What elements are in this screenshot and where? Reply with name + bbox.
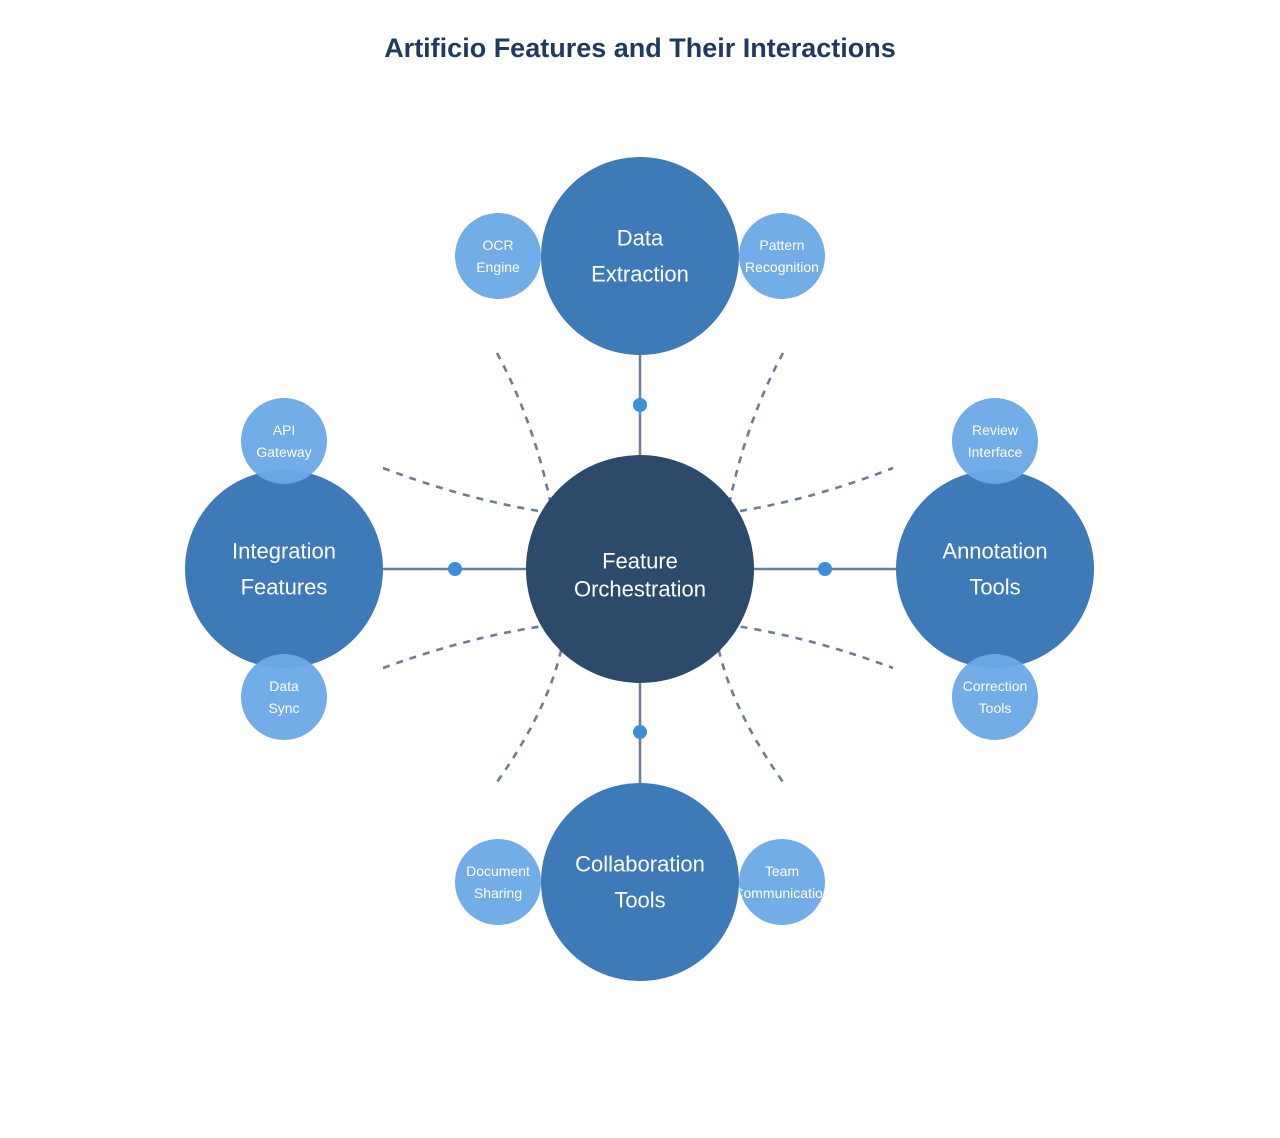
sub-feature-circle (241, 398, 327, 484)
node-label-line: Orchestration (574, 577, 706, 602)
node-label-line: Interface (968, 444, 1023, 460)
node-label-line: Recognition (745, 259, 819, 275)
node-label-line: Document (466, 863, 530, 879)
connector-dot (633, 398, 647, 412)
sub-feature-circle (739, 213, 825, 299)
node-label-line: Tools (969, 575, 1020, 600)
feature-circle (896, 470, 1094, 668)
node-label-line: Review (972, 422, 1019, 438)
sub-feature-node-ocr-engine[interactable]: OCR Engine (455, 213, 541, 299)
dashed-arc (382, 617, 894, 670)
node-label-line: Communication (733, 885, 830, 901)
node-label-line: Integration (232, 539, 336, 564)
sub-feature-circle (739, 839, 825, 925)
node-label-line: Sharing (474, 885, 522, 901)
connector-dot (633, 725, 647, 739)
node-label-line: Pattern (759, 237, 804, 253)
sub-feature-circle (952, 654, 1038, 740)
node-label-line: Collaboration (575, 852, 705, 877)
sub-feature-node-api-gateway[interactable]: API Gateway (241, 398, 327, 484)
feature-nodes: DataExtractionOCREnginePatternRecognitio… (185, 157, 1094, 981)
sub-feature-circle (455, 839, 541, 925)
node-label-line: Sync (268, 700, 299, 716)
sub-feature-circle (952, 398, 1038, 484)
connector-dot (448, 562, 462, 576)
diagram-title: Artificio Features and Their Interaction… (384, 33, 896, 63)
sub-feature-circle (241, 654, 327, 740)
node-label-line: Correction (963, 678, 1028, 694)
node-label-line: Team (765, 863, 799, 879)
hub-circle (526, 455, 754, 683)
hub-connectors (383, 355, 896, 783)
node-label-line: Data (617, 226, 664, 251)
node-label-line: Tools (979, 700, 1012, 716)
node-label-line: Annotation (942, 539, 1047, 564)
node-label-line: Features (241, 575, 328, 600)
feature-orchestration-hub[interactable] (526, 455, 754, 683)
node-label-line: Engine (476, 259, 520, 275)
node-label-line: Data (269, 678, 299, 694)
node-label-line: OCR (482, 237, 513, 253)
node-label-line: API (273, 422, 296, 438)
sub-feature-circle (455, 213, 541, 299)
node-label-line: Tools (614, 888, 665, 913)
node-label-line: Feature (602, 549, 678, 574)
feature-circle (541, 157, 739, 355)
connector-dot (818, 562, 832, 576)
dashed-arc (382, 466, 894, 521)
feature-circle (541, 783, 739, 981)
node-label-line: Extraction (591, 262, 689, 287)
feature-circle (185, 470, 383, 668)
node-label-line: Gateway (256, 444, 311, 460)
